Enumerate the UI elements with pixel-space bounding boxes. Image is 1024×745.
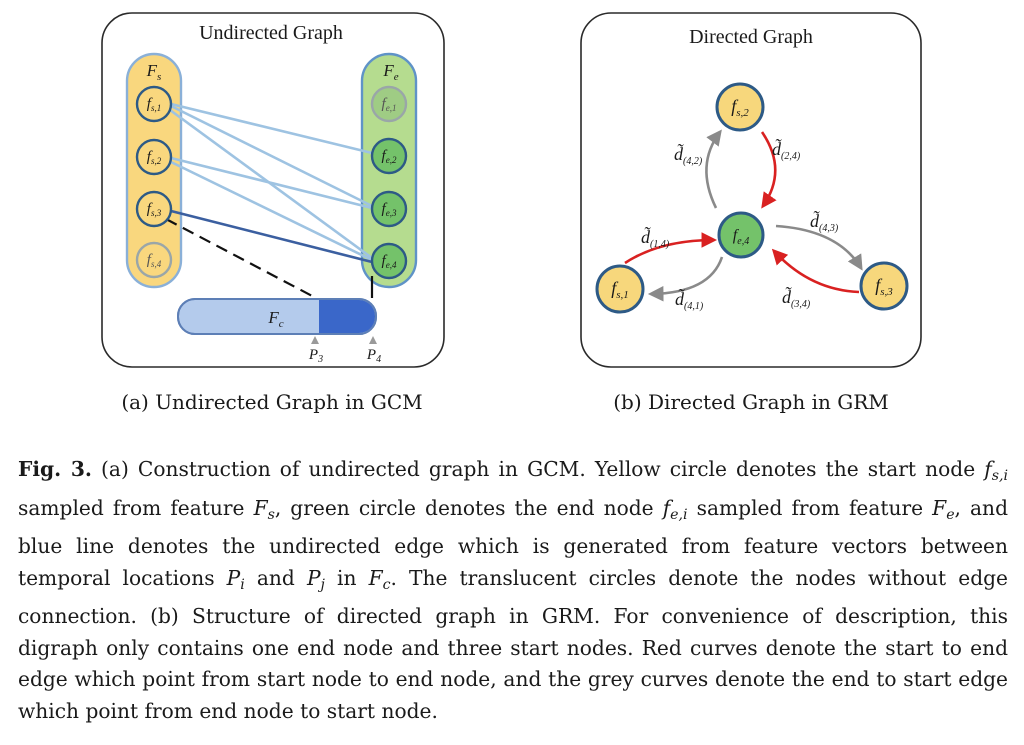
panel-a-frame <box>101 12 445 368</box>
edge-labels: d̃(4,2) d̃(2,4) d̃(1,4) d̃(4,3) d̃(4,1) … <box>641 138 839 312</box>
edge-fs3-fe4 <box>170 209 373 264</box>
label-d43: d̃(4,3) <box>810 210 839 234</box>
edge-d43 <box>775 224 863 271</box>
fc-label: Fc <box>267 308 283 330</box>
panel-b: Directed Graph fs,2 fe,4 fs,1 fs,3 d̃( <box>580 12 922 414</box>
caption-text-8: . The translucent circles denote the nod… <box>18 565 1008 723</box>
label-d14: d̃(1,4) <box>641 226 670 250</box>
svg-text:fs,1: fs,1 <box>147 96 161 113</box>
svg-text:fe,2: fe,2 <box>382 148 397 165</box>
directed-edges <box>624 129 863 302</box>
math-fsi: fs,i <box>984 457 1008 485</box>
edge-d42 <box>705 129 722 209</box>
svg-text:fs,2: fs,2 <box>731 96 749 119</box>
end-column-label: Fe <box>382 61 398 83</box>
marker-p3-label: P3 <box>308 347 323 365</box>
node-fe3 <box>370 190 408 228</box>
fc-bar: Fc <box>177 298 377 335</box>
label-d24: d̃(2,4) <box>772 138 801 162</box>
svg-text:fs,1: fs,1 <box>611 278 629 301</box>
svg-text:fs,3: fs,3 <box>147 201 162 218</box>
panel-a: Undirected Graph Fs Fe fs,1 fs,2 fs,3 <box>101 12 445 414</box>
math-Fs: Fs <box>253 495 275 523</box>
svg-text:fs,3: fs,3 <box>875 275 893 298</box>
edge-d41 <box>647 256 724 302</box>
figure-caption: Fig. 3. (a) Construction of undirected g… <box>18 454 1008 727</box>
node-b-fs1 <box>595 264 645 314</box>
math-Pj: Pj <box>306 565 325 593</box>
svg-text:fe,4: fe,4 <box>733 227 749 247</box>
edge-d14 <box>624 232 718 265</box>
end-nodes: fe,1 fe,2 fe,3 fe,4 <box>370 85 408 280</box>
label-d41: d̃(4,1) <box>675 288 704 312</box>
node-fs3 <box>135 190 173 228</box>
edge-d24 <box>760 131 777 209</box>
panel-b-frame <box>580 12 922 368</box>
svg-text:fe,4: fe,4 <box>382 253 397 270</box>
caption-text-2: sampled from feature <box>18 495 254 520</box>
edge-fs2-fe3 <box>170 156 373 210</box>
node-fs4 <box>135 241 173 279</box>
panel-b-title: Directed Graph <box>689 26 813 48</box>
undirected-edges <box>169 102 373 264</box>
marker-p4-arrow <box>369 336 377 344</box>
marker-p4-label: P4 <box>366 347 381 365</box>
caption-text-4: sampled from feature <box>687 495 933 520</box>
caption-text-1: (a) Construction of undirected graph in … <box>101 457 985 481</box>
svg-text:fs,4: fs,4 <box>147 252 162 269</box>
node-b-fs2 <box>715 82 765 132</box>
caption-text-5: , and blue line denotes the undirected e… <box>18 495 1008 590</box>
node-fe1 <box>370 85 408 123</box>
math-Pi: Pi <box>226 565 245 593</box>
edge-fs1-fe3 <box>170 104 373 208</box>
marker-p3-arrow <box>311 336 319 344</box>
caption-text-7: in <box>324 565 369 590</box>
caption-label: Fig. 3. <box>18 457 92 481</box>
math-Fe: Fe <box>932 495 955 523</box>
panel-b-caption: (b) Directed Graph in GRM <box>613 390 888 414</box>
caption-text-3: , green circle denotes the end node <box>274 495 663 520</box>
node-fe4 <box>370 242 408 280</box>
label-d34: d̃(3,4) <box>782 286 811 310</box>
svg-text:fs,2: fs,2 <box>147 149 162 166</box>
caption-text-6: and <box>244 565 307 590</box>
start-nodes: fs,1 fs,2 fs,3 fs,4 <box>135 85 173 279</box>
node-fs1 <box>135 85 173 123</box>
connector-dashed <box>165 218 317 299</box>
node-b-fe4 <box>717 211 765 259</box>
svg-text:fe,1: fe,1 <box>382 96 397 113</box>
panel-a-caption: (a) Undirected Graph in GCM <box>121 390 422 414</box>
edge-fs1-fe2 <box>170 102 373 155</box>
start-column-label: Fs <box>146 61 162 83</box>
node-fe2 <box>370 137 408 175</box>
math-Fc: Fc <box>368 565 391 593</box>
edge-fs2-fe4 <box>170 160 373 262</box>
node-b-fs3 <box>859 261 909 311</box>
node-fs2 <box>135 138 173 176</box>
label-d42: d̃(4,2) <box>674 143 703 167</box>
math-fei: fe,i <box>662 495 688 523</box>
panel-a-title: Undirected Graph <box>199 22 343 44</box>
edge-d34 <box>771 248 860 294</box>
svg-text:fe,3: fe,3 <box>382 201 397 218</box>
